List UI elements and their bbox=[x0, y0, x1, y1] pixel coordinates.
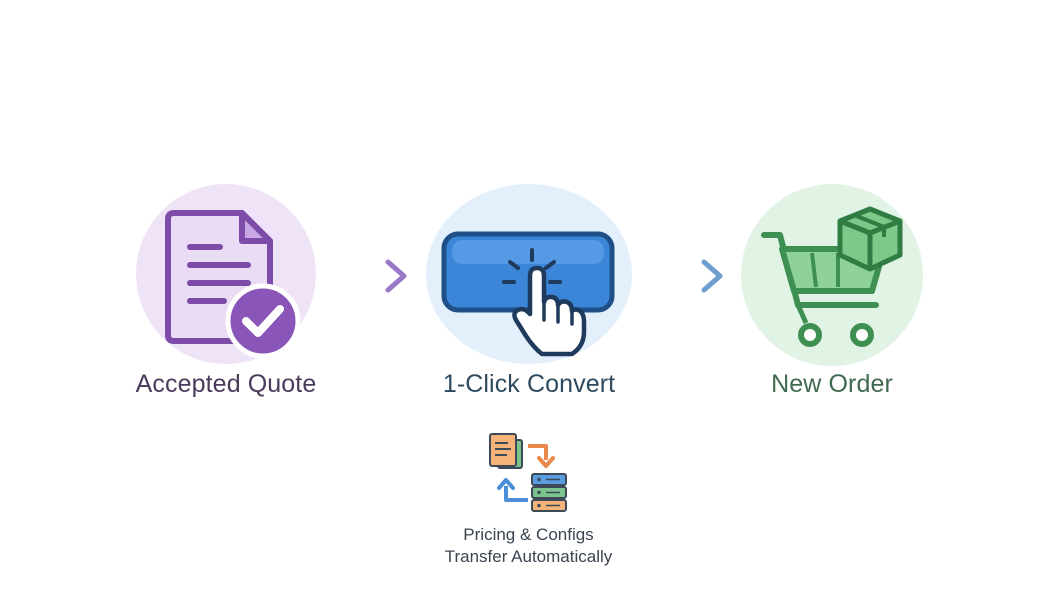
data-sync-icon bbox=[489, 433, 567, 512]
arrow-right-icon bbox=[334, 259, 407, 293]
step-label-convert: 1-Click Convert bbox=[442, 370, 616, 398]
note-line-transfer-automatically: Transfer Automatically bbox=[444, 547, 613, 566]
arrow-right-icon bbox=[650, 259, 723, 293]
step-label-accepted-quote: Accepted Quote bbox=[135, 370, 317, 398]
click-button-icon bbox=[441, 231, 615, 357]
shopping-cart-box-icon bbox=[761, 206, 903, 347]
document-check-icon bbox=[165, 210, 301, 359]
step-label-new-order: New Order bbox=[771, 370, 893, 398]
note-line-pricing-configs: Pricing & Configs bbox=[463, 525, 594, 544]
